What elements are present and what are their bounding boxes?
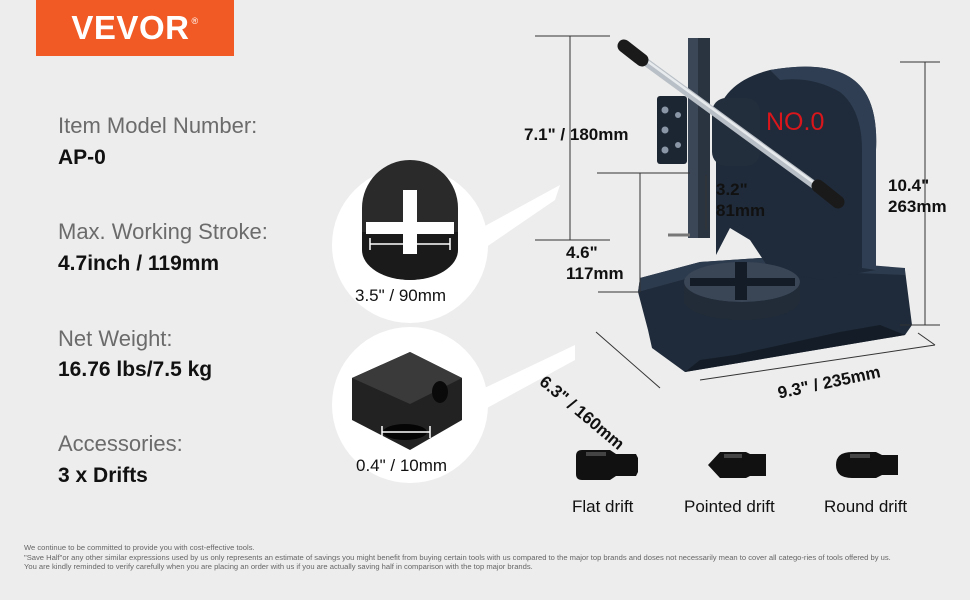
spec-label-weight: Net Weight: <box>58 326 173 351</box>
flat-drift-icon <box>576 450 638 480</box>
disclaimer-line: We continue to be committed to provide y… <box>24 543 255 552</box>
drift-icons <box>576 450 898 480</box>
registered-mark: ® <box>191 16 199 26</box>
round-drift-icon <box>836 452 898 478</box>
dimension-ram-gap-mm: 117mm <box>566 264 624 283</box>
round-drift-label: Round drift <box>824 497 908 516</box>
disclaimer-line: You are kindly reminded to verify carefu… <box>24 562 533 571</box>
spec-label-accessories: Accessories: <box>58 431 183 456</box>
spec-value-model: AP-0 <box>58 146 106 169</box>
press-stamp: NO.0 <box>766 108 824 136</box>
spec-value-stroke: 4.7inch / 119mm <box>58 252 220 275</box>
dimension-throat-mm: 81mm <box>716 201 766 220</box>
spec-label-stroke: Max. Working Stroke: <box>58 219 268 244</box>
dimension-total-height: 10.4" <box>888 176 930 195</box>
pointed-drift-label: Pointed drift <box>684 497 775 516</box>
dimension-lines <box>535 35 940 389</box>
plate-detail-icon <box>362 160 458 280</box>
vevor-logo: VEVOR® <box>36 0 234 56</box>
spec-value-weight: 16.76 lbs/7.5 kg <box>58 358 213 381</box>
dimension-total-height-mm: 263mm <box>888 197 947 216</box>
brand-name: VEVOR <box>71 9 190 46</box>
hole-diameter-caption: 0.4" / 10mm <box>356 456 448 475</box>
pointed-drift-icon <box>708 452 766 478</box>
disclaimer-line: "Save Half"or any other similar expressi… <box>24 552 891 562</box>
disclaimer: We continue to be committed to provide y… <box>24 543 954 572</box>
spec-value-accessories: 3 x Drifts <box>58 464 148 487</box>
press-body: NO.0 <box>617 38 912 372</box>
dimension-throat: 3.2" <box>716 180 748 199</box>
flat-drift-label: Flat drift <box>572 497 634 516</box>
plate-diameter-caption: 3.5" / 90mm <box>355 286 447 305</box>
spec-label-model: Item Model Number: <box>58 113 258 138</box>
hole-detail-icon <box>352 352 462 450</box>
dimension-ram-gap: 4.6" <box>566 243 598 262</box>
dimension-top-height: 7.1" / 180mm <box>524 125 629 144</box>
